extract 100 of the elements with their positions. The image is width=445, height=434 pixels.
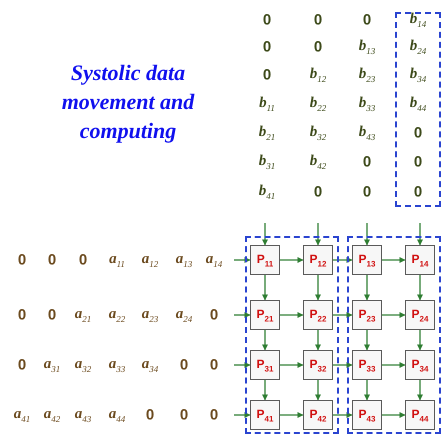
matrix-b-element: 0 [314,184,322,200]
matrix-b-element: 0 [414,124,422,142]
matrix-a-element: a$_{41}$ [14,406,30,424]
arrow [364,223,370,246]
matrix-b-element: b$_{14}$ [410,11,426,29]
matrix-b-element: 0 [362,184,372,200]
matrix-a-element: a$_{34}$ [142,356,158,374]
matrix-a-element: a$_{22}$ [108,306,126,324]
matrix-a-element: 0 [18,356,26,374]
matrix-a-element: 0 [180,406,188,424]
processing-element: P$_{24}$ [405,300,435,330]
dashed-group-box [347,236,441,434]
matrix-b-element: b$_{24}$ [410,38,426,56]
arrow [315,330,321,350]
processing-element: P$_{14}$ [405,245,435,275]
matrix-a-element: 0 [146,406,154,424]
processing-element: P$_{33}$ [352,350,382,380]
matrix-b-element: 0 [414,154,422,170]
matrix-b-element: 0 [314,12,322,28]
processing-element: P$_{34}$ [405,350,435,380]
arrow [262,275,268,300]
matrix-a-element: a$_{31}$ [44,356,60,374]
title: Systolic data movement and computing [60,59,196,145]
arrow [234,362,250,368]
processing-element: P$_{44}$ [405,400,435,430]
matrix-b-element: 0 [262,38,272,56]
matrix-b-element: b$_{43}$ [358,124,376,142]
arrow [280,257,304,263]
processing-element: P$_{23}$ [352,300,382,330]
matrix-b-element: b$_{23}$ [358,66,376,84]
matrix-b-element: 0 [362,154,372,170]
arrow [262,380,268,400]
processing-element: P$_{11}$ [250,245,280,275]
arrow [315,275,321,300]
matrix-b-element: 0 [314,38,322,56]
arrow [262,330,268,350]
arrow [417,330,423,350]
matrix-a-element: a$_{33}$ [108,356,126,374]
matrix-b-element: b$_{44}$ [410,95,426,113]
arrow [364,380,370,400]
arrow [234,257,250,263]
matrix-b-element: 0 [414,184,422,200]
matrix-a-element: a$_{23}$ [142,306,158,324]
arrow [280,412,304,418]
arrow [315,380,321,400]
matrix-a-element: a$_{12}$ [142,251,158,269]
arrow [382,257,406,263]
processing-element: P$_{21}$ [250,300,280,330]
processing-element: P$_{31}$ [250,350,280,380]
matrix-a-element: 0 [18,306,26,324]
matrix-b-element: b$_{32}$ [310,124,326,142]
matrix-a-element: a$_{32}$ [74,356,92,374]
matrix-b-element: 0 [262,12,272,28]
matrix-a-element: a$_{11}$ [109,251,125,269]
matrix-b-element: b$_{34}$ [410,66,426,84]
matrix-a-element: a$_{21}$ [74,306,92,324]
matrix-a-element: a$_{24}$ [176,306,192,324]
matrix-b-element: b$_{33}$ [358,95,376,113]
dashed-group-box [395,12,441,207]
arrow [417,275,423,300]
matrix-a-element: 0 [48,252,56,268]
arrow [364,275,370,300]
arrow [315,223,321,246]
matrix-a-element: 0 [210,356,218,374]
arrow [262,223,268,246]
matrix-b-element: b$_{41}$ [258,183,276,201]
arrow [364,330,370,350]
matrix-b-element: b$_{42}$ [310,153,326,171]
processing-element: P$_{42}$ [303,400,333,430]
matrix-b-element: b$_{21}$ [258,124,276,142]
matrix-b-element: 0 [362,12,372,28]
arrow [417,223,423,246]
matrix-a-element: 0 [48,306,56,324]
processing-element: P$_{12}$ [303,245,333,275]
arrow [333,362,352,368]
matrix-a-element: 0 [180,356,188,374]
processing-element: P$_{22}$ [303,300,333,330]
arrow [417,380,423,400]
matrix-a-element: a$_{13}$ [176,251,192,269]
dashed-group-box [245,236,339,434]
arrow [333,312,352,318]
arrow [333,412,352,418]
matrix-a-element: 0 [78,252,88,268]
processing-element: P$_{13}$ [352,245,382,275]
processing-element: P$_{41}$ [250,400,280,430]
matrix-a-element: a$_{44}$ [108,406,126,424]
processing-element: P$_{32}$ [303,350,333,380]
matrix-a-element: a$_{43}$ [74,406,92,424]
arrow [234,312,250,318]
matrix-a-element: 0 [210,406,218,424]
matrix-a-element: a$_{42}$ [44,406,60,424]
matrix-b-element: b$_{31}$ [258,153,276,171]
matrix-a-element: a$_{14}$ [206,251,222,269]
arrow [234,412,250,418]
arrow [382,362,406,368]
matrix-a-element: 0 [18,252,26,268]
processing-element: P$_{43}$ [352,400,382,430]
arrow [333,257,352,263]
matrix-b-element: b$_{22}$ [310,95,326,113]
matrix-b-element: b$_{13}$ [358,38,376,56]
